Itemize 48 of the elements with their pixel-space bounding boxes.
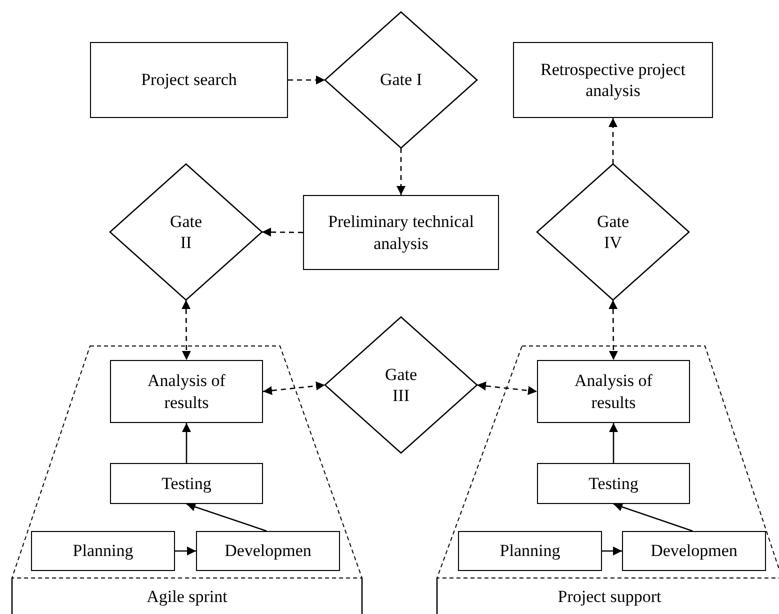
- node-label: Analysis of results: [146, 370, 226, 413]
- process-box: [196, 531, 340, 571]
- node-label: Analysis of results: [574, 370, 654, 413]
- process-box: [458, 531, 602, 571]
- dashed-arrow: [608, 300, 618, 360]
- node-label: Project search: [141, 69, 237, 91]
- arrow: [175, 546, 196, 556]
- arrow: [186, 502, 267, 532]
- gate-diamond: [537, 164, 689, 300]
- dashed-arrow: [608, 118, 618, 164]
- node-label: Gate II: [168, 210, 204, 254]
- arrow: [602, 546, 622, 556]
- arrow: [182, 423, 191, 463]
- process-box: [622, 531, 766, 571]
- node-label: Testing: [162, 472, 212, 494]
- node-label: Testing: [588, 472, 638, 494]
- process-box: [303, 195, 499, 270]
- node-label: Preliminary technical analysis: [327, 211, 475, 254]
- gate-diamond: [325, 12, 477, 148]
- node-label: Planning: [500, 540, 560, 562]
- dashed-arrow: [396, 148, 406, 195]
- arrow: [613, 502, 693, 532]
- process-box: [110, 360, 263, 423]
- gate-diamond: [110, 164, 262, 300]
- arrow: [609, 423, 618, 463]
- node-label: Retrospective project analysis: [540, 58, 686, 102]
- process-box: [31, 531, 175, 571]
- process-box: [110, 463, 263, 504]
- phase-trapezoid: [12, 346, 362, 614]
- dashed-arrow: [262, 381, 326, 396]
- node-label: Gate III: [384, 364, 418, 406]
- dashed-arrow: [182, 300, 191, 360]
- process-box: [513, 42, 713, 118]
- phase-label: Agile sprint: [146, 586, 228, 608]
- process-box: [537, 463, 690, 504]
- dashed-arrow: [262, 228, 303, 237]
- node-label: Planning: [72, 540, 134, 562]
- dashed-arrow: [288, 76, 325, 84]
- process-box: [90, 42, 288, 118]
- node-label: Developmen: [224, 540, 312, 562]
- node-label: Gate I: [378, 69, 423, 91]
- dashed-arrow: [476, 382, 538, 395]
- process-box: [537, 360, 690, 423]
- node-label: Gate IV: [596, 210, 630, 254]
- phase-label: Project support: [556, 586, 662, 608]
- node-label: Developmen: [650, 540, 738, 562]
- gate-diamond: [325, 317, 477, 453]
- phase-trapezoid: [437, 346, 779, 614]
